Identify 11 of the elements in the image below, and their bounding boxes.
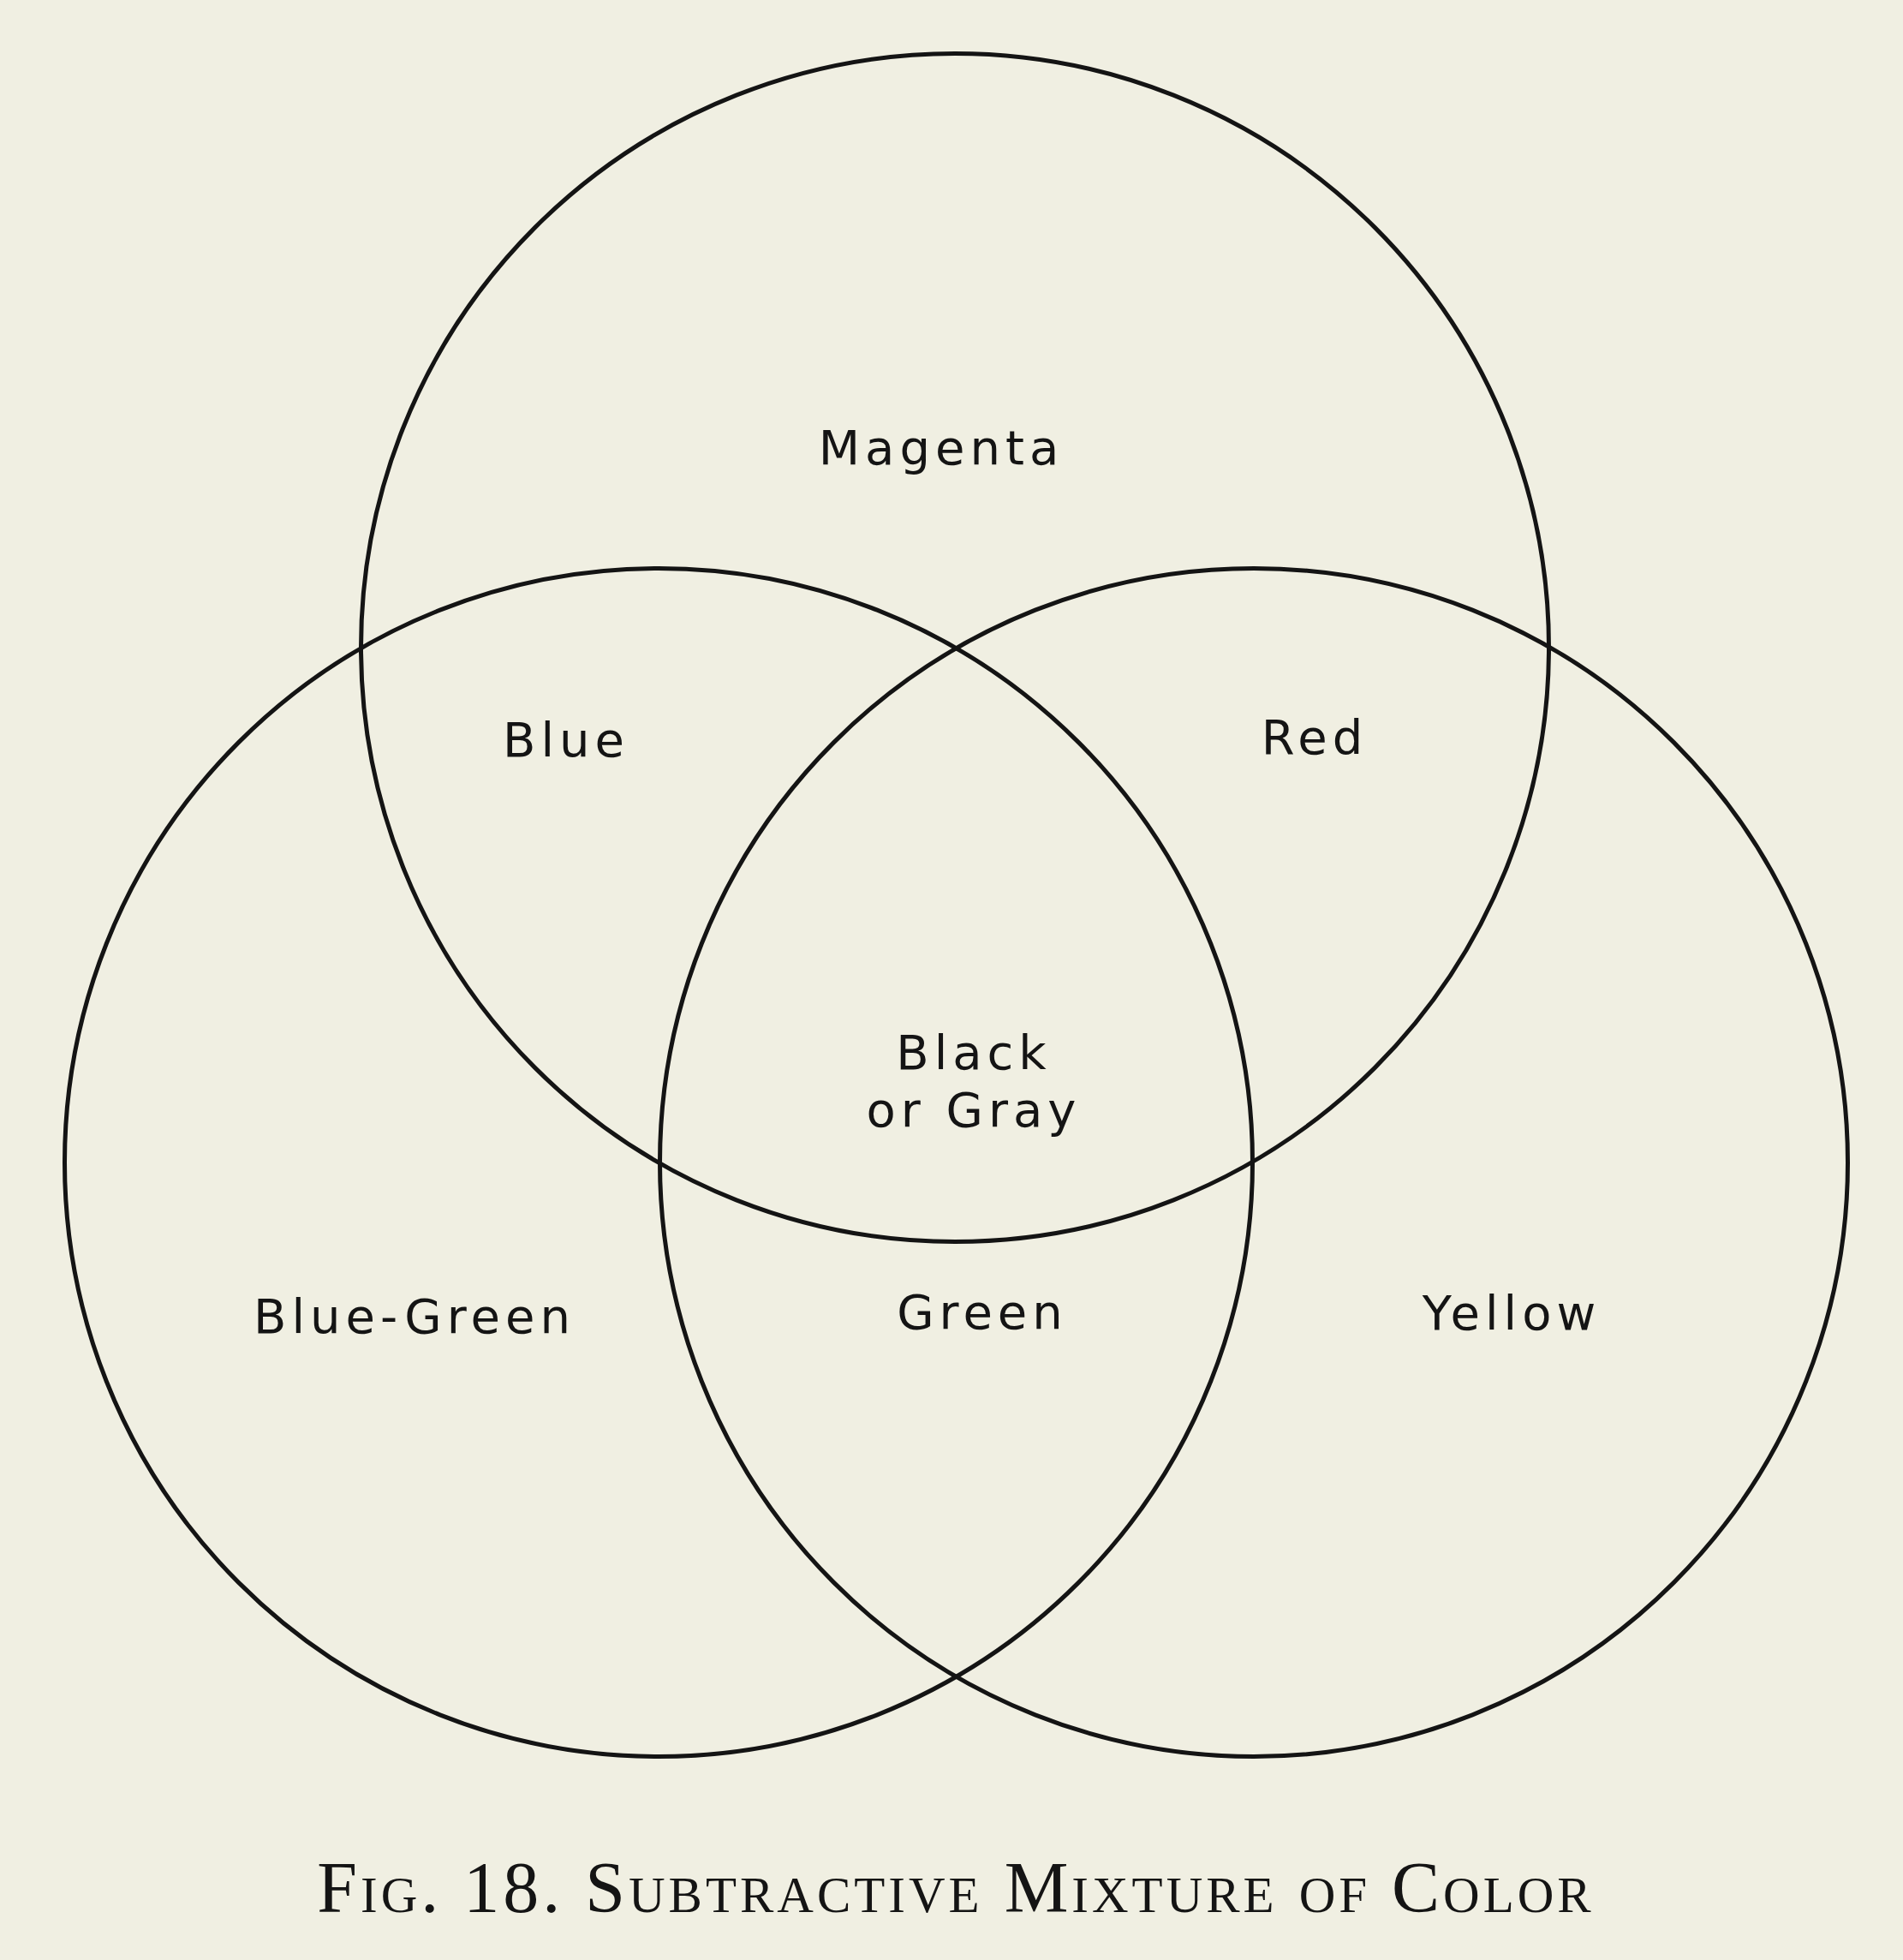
venn-circle — [658, 566, 1850, 1759]
region-label: Black or Gray — [866, 1023, 1082, 1139]
venn-circle — [63, 566, 1255, 1759]
region-label: Blue-Green — [254, 1288, 576, 1346]
figure-caption: Fig. 18. Subtractive Mixture of Color — [317, 1846, 1595, 1929]
region-label: Yellow — [1422, 1284, 1602, 1342]
region-label: Blue — [503, 711, 629, 769]
region-label: Magenta — [818, 419, 1065, 477]
region-label: Green — [897, 1283, 1068, 1342]
region-label: Red — [1261, 708, 1369, 767]
venn-circle — [359, 51, 1551, 1244]
